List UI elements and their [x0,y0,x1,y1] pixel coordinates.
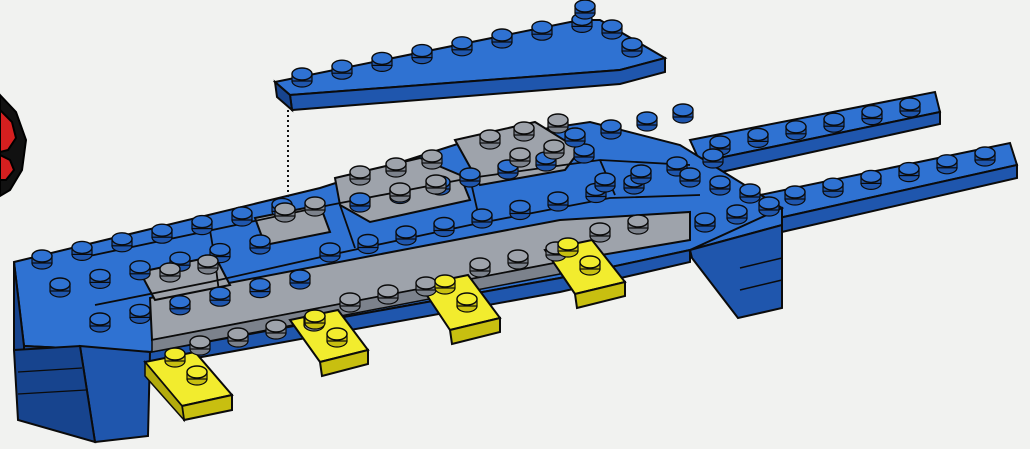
base-stud [72,241,92,260]
yellow-stud [187,366,207,385]
base-stud [290,270,310,289]
gray-stud [386,158,406,177]
base-stud [703,149,723,168]
base-stud [601,120,621,139]
top-plate-stud [372,52,392,71]
gray-stud [378,285,398,304]
top-plate-stud [292,68,312,87]
base-stud [170,296,190,315]
gray-stud [470,258,490,277]
top-plate-stud [575,0,595,19]
base-stud [350,193,370,212]
gray-stud [548,114,568,133]
base-stud [727,205,747,224]
base-stud [631,165,651,184]
prong-stud [786,121,806,140]
base-stud [50,278,70,297]
gray-stud [350,166,370,185]
prong-stud [975,147,995,166]
base-stud [434,218,454,237]
prong-stud [900,98,920,117]
base-stud [680,168,700,187]
gray-stud [190,336,210,355]
base-stud [565,128,585,147]
base-stud [90,269,110,288]
base-stud [548,192,568,211]
top-plate-stud [602,20,622,39]
gray-stud [275,203,295,222]
base-stud [250,279,270,298]
base-stud [472,209,492,228]
gray-stud [480,130,500,149]
base-stud [210,287,230,306]
yellow-stud [457,293,477,312]
gray-stud [160,263,180,282]
base-stud [396,226,416,245]
base-stud [192,216,212,235]
gray-stud [416,277,436,296]
yellow-stud [435,275,455,294]
base-stud [112,233,132,252]
base-stud [710,176,730,195]
base-stud [595,173,615,192]
top-plate-stud [622,38,642,57]
prong-stud [862,106,882,125]
gray-stud [508,250,528,269]
top-plate-stud [412,45,432,64]
yellow-stud [165,348,185,367]
gray-stud [228,328,248,347]
yellow-stud [580,256,600,275]
base-stud [90,313,110,332]
base-stud [250,235,270,254]
base-stud [232,207,252,226]
yellow-stud [558,238,578,257]
base-stud [673,104,693,123]
gray-stud [510,148,530,167]
gray-stud [514,122,534,141]
gray-stud [426,175,446,194]
yellow-stud [305,310,325,329]
base-stud [130,261,150,280]
top-plate-stud [332,60,352,79]
base-stud [637,112,657,131]
top-plate-stud [492,29,512,48]
prong-stud [899,163,919,182]
gray-stud [390,183,410,202]
yellow-stud [327,328,347,347]
base-stud [130,304,150,323]
base-stud [695,213,715,232]
prong-stud [824,113,844,132]
base-stud [460,168,480,187]
top-plate-stud [452,37,472,56]
gray-stud [422,150,442,169]
gray-stud [628,215,648,234]
gray-stud [266,320,286,339]
base-stud [32,250,52,269]
previous-step-piece [0,95,26,196]
base-stud [320,243,340,262]
gray-stud [544,140,564,159]
base-stud [759,197,779,216]
prong-stud [748,128,768,147]
prong-stud [861,170,881,189]
base-stud [510,201,530,220]
prong-stud [823,178,843,197]
prong-stud [785,186,805,205]
prong-stud [937,155,957,174]
base-stud [740,184,760,203]
gray-stud [340,293,360,312]
gray-stud [305,197,325,216]
gray-stud [590,223,610,242]
top-plate-stud [532,21,552,40]
base-stud [152,224,172,243]
gray-stud [198,255,218,274]
base-stud [358,235,378,254]
